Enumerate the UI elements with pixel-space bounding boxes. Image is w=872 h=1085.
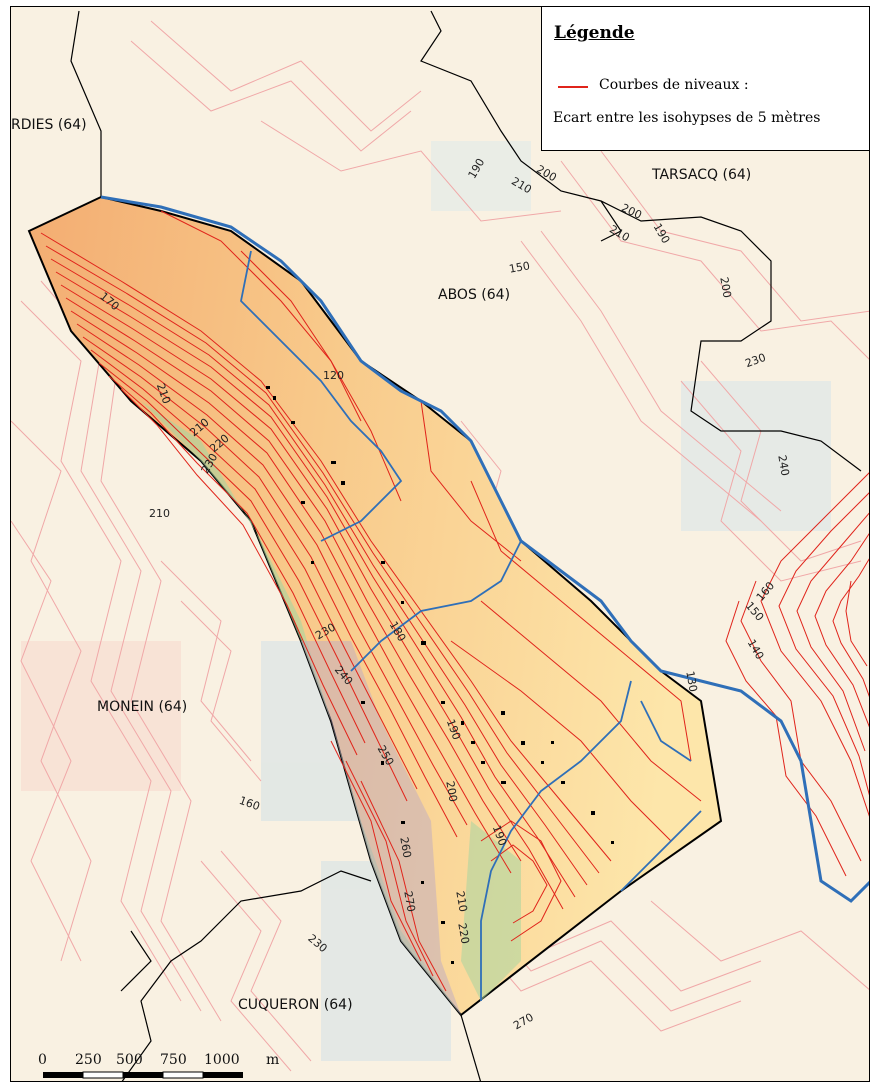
buildings: [266, 386, 614, 964]
study-zone-contours: [40, 210, 702, 992]
east-hill-contours: [725, 472, 869, 877]
scale-tick-label: 500: [116, 1052, 143, 1068]
place-cuqueron: CUQUERON (64): [238, 997, 353, 1013]
place-abos: ABOS (64): [438, 287, 511, 303]
legend-note: Ecart entre les isohypses de 5 mètres: [553, 110, 821, 126]
legend-title: Légende: [554, 23, 635, 43]
contour-label: 210: [149, 507, 170, 520]
legend-item-label: Courbes de niveaux :: [599, 77, 749, 93]
scale-tick-label: 0: [38, 1052, 47, 1068]
scale-tick-label: 250: [75, 1052, 102, 1068]
scale-unit: m: [266, 1052, 280, 1068]
rivers: [100, 195, 869, 1001]
place-lescurdies: RDIES (64): [11, 117, 87, 133]
place-tarsacq: TARSACQ (64): [652, 167, 752, 183]
map-frame[interactable]: RDIES (64) TARSACQ (64) ABOS (64) MONEIN…: [10, 6, 870, 1082]
contour-label: 120: [323, 369, 344, 382]
scale-tick-label: 1000: [204, 1052, 240, 1068]
place-monein: MONEIN (64): [97, 699, 188, 715]
scale-tick-label: 750: [160, 1052, 187, 1068]
commune-boundaries: [70, 10, 862, 1081]
study-zone: [27, 195, 723, 1017]
contour-line-swatch: [558, 86, 588, 88]
legend-box: Légende Courbes de niveaux : Ecart entre…: [541, 6, 870, 151]
map-canvas[interactable]: [11, 7, 870, 1082]
scale-bar-graphic: [43, 1071, 243, 1079]
